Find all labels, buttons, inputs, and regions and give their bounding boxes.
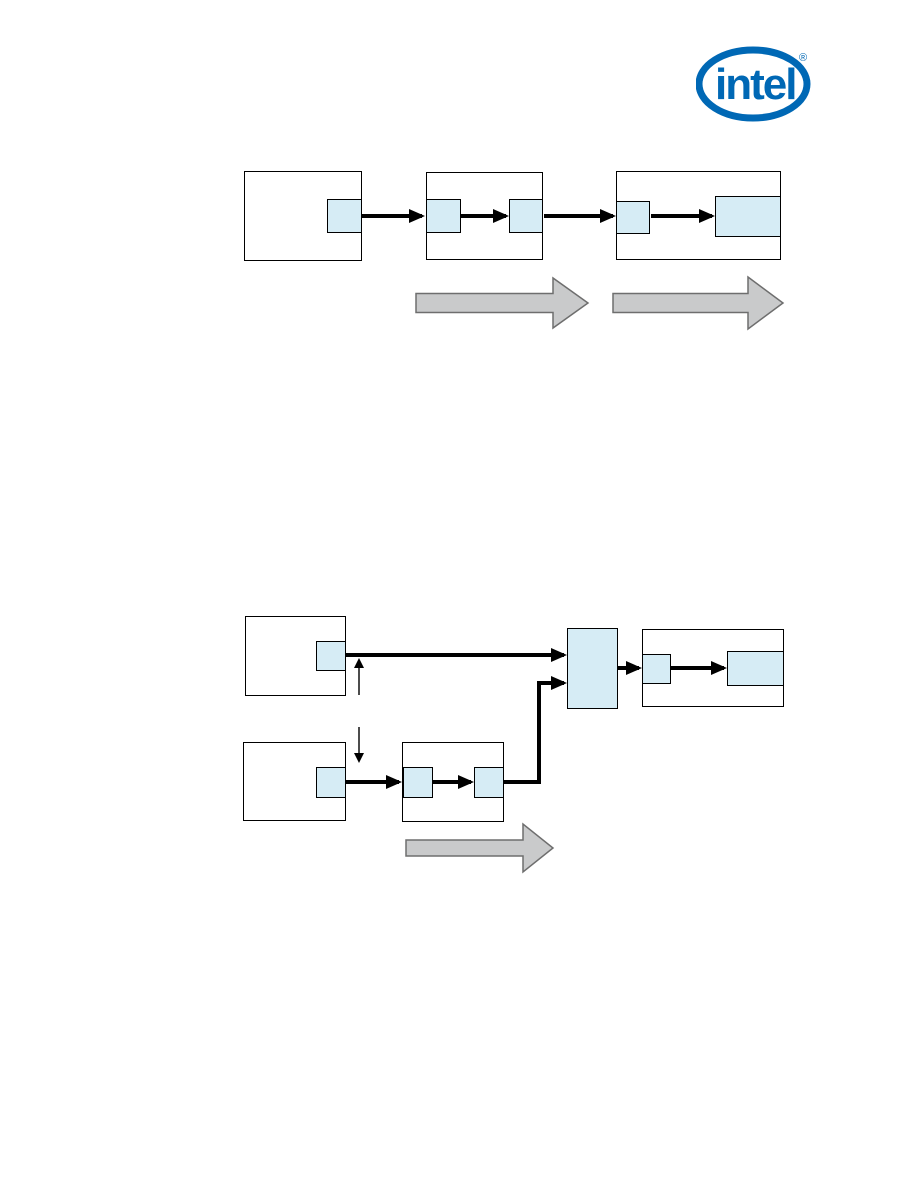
cell-middle-a [403, 767, 433, 798]
intel-logo: intel ® [696, 46, 811, 122]
cell-bottom-left [316, 767, 346, 798]
cell-2b [509, 199, 543, 233]
merge-cell [567, 628, 618, 709]
progress-arrow-3 [405, 822, 555, 874]
cell-middle-b [474, 767, 504, 798]
intel-logo-text: intel [715, 60, 795, 109]
progress-arrow-1 [415, 276, 590, 330]
registered-trademark: ® [799, 52, 807, 64]
cell-right-b [727, 651, 784, 686]
cell-1a [327, 199, 362, 233]
intel-logo-swoosh [696, 46, 811, 122]
progress-arrow-2 [612, 275, 785, 331]
arrow-middle-to-merge [504, 676, 567, 784]
cell-3a [616, 201, 650, 234]
cell-top-left [316, 641, 346, 671]
cell-3b [715, 196, 781, 237]
cell-right-a [642, 654, 671, 684]
cell-2a [426, 199, 461, 233]
